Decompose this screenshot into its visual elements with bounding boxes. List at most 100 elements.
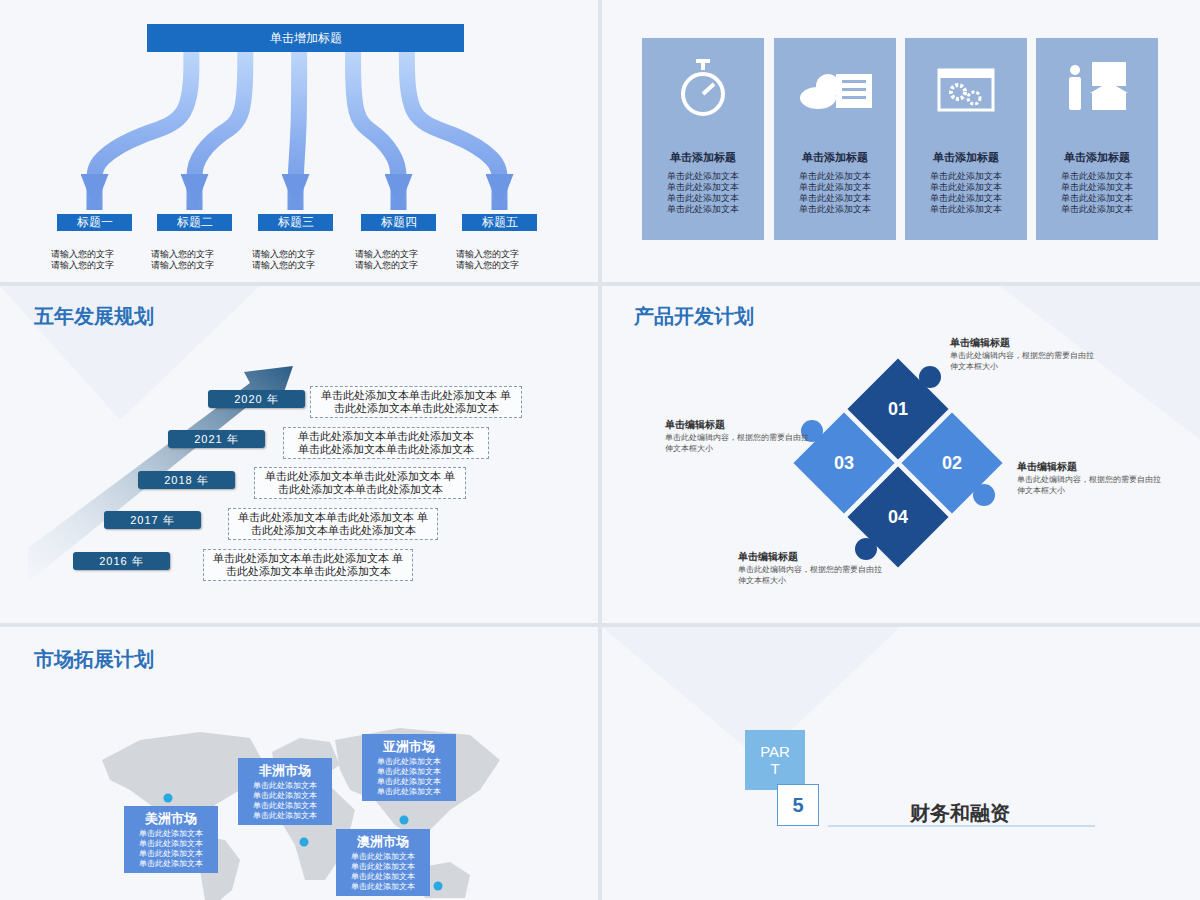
- callout-title: 单击编辑标题: [665, 418, 725, 432]
- year-tag: 2016 年: [73, 552, 170, 570]
- ribbon-arrow: [407, 52, 500, 210]
- stopwatch-face: [683, 74, 723, 114]
- text-box: 单击此处添加文本单击此处添加文本 单击此处添加文本单击此处添加文本: [203, 549, 413, 581]
- node-body: 请输入您的文字 请输入您的文字: [51, 249, 121, 271]
- building-window: [842, 96, 866, 99]
- market-dot: [434, 882, 443, 891]
- year-tag: 2020 年: [208, 390, 305, 408]
- text-box: 单击此处添加文本单击此处添加文本 单击此处添加文本单击此处添加文本: [254, 467, 466, 499]
- house-shape: [1092, 92, 1126, 110]
- node-body: 单击此处添加文本 单击此处添加文本 单击此处添加文本 单击此处添加文本: [134, 829, 208, 869]
- market-dot: [164, 794, 173, 803]
- node-body: 请输入您的文字 请输入您的文字: [151, 249, 221, 271]
- node-heading: 单击添加标题: [1036, 150, 1158, 165]
- label-holder: 单击编辑标题: [950, 336, 1010, 350]
- label-holder: 财务和融资: [860, 800, 1060, 827]
- window-icon: [939, 70, 993, 110]
- node-heading: 亚洲市场: [368, 738, 450, 755]
- building-window: [842, 80, 866, 83]
- feature-card: 单击添加标题单击此处添加文本 单击此处添加文本 单击此处添加文本 单击此处添加文…: [774, 38, 896, 240]
- label-holder: 单击编辑标题: [1017, 460, 1077, 474]
- section-number: 5: [777, 784, 819, 826]
- slide-panel: [0, 286, 598, 623]
- text-box: 单击此处添加文本单击此处添加文本 单击此处添加文本单击此处添加文本: [310, 386, 522, 418]
- node-heading: 单击此处添加文本单击此处添加文本 单击此处添加文本单击此处添加文本: [212, 552, 404, 578]
- step-label: 标题三请输入您的文字 请输入您的文字: [258, 214, 333, 271]
- node-heading: 单击此处添加文本单击此处添加文本 单击此处添加文本单击此处添加文本: [319, 389, 513, 415]
- node-body: 单击此处添加文本 单击此处添加文本 单击此处添加文本 单击此处添加文本: [1059, 171, 1135, 215]
- slide-panel: [602, 627, 1200, 900]
- house-roof: [1090, 82, 1128, 93]
- node-body: 单击此处添加文本 单击此处添加文本 单击此处添加文本 单击此处添加文本: [372, 757, 446, 797]
- step-label: 标题二请输入您的文字 请输入您的文字: [157, 214, 232, 271]
- window-frame: [939, 70, 993, 110]
- node-heading: 单击此处添加文本单击此处添加文本 单击此处添加文本单击此处添加文本: [292, 430, 480, 456]
- market-dot: [300, 838, 309, 847]
- card-panel: [905, 38, 1027, 240]
- feature-card: 单击添加标题单击此处添加文本 单击此处添加文本 单击此处添加文本 单击此处添加文…: [905, 38, 1027, 240]
- node-heading: 03: [834, 453, 854, 474]
- node-heading: 单击添加标题: [774, 150, 896, 165]
- node-heading: 单击此处添加文本单击此处添加文本 单击此处添加文本单击此处添加文本: [263, 470, 457, 496]
- node-body: 请输入您的文字 请输入您的文字: [355, 249, 425, 271]
- ribbon-arrow: [353, 52, 398, 210]
- text-box: 单击此处添加文本单击此处添加文本 单击此处添加文本单击此处添加文本: [283, 427, 489, 459]
- market-dot: [400, 816, 409, 825]
- node-body: 请输入您的文字 请输入您的文字: [456, 249, 526, 271]
- node-heading: 标题四: [361, 214, 436, 231]
- market-box: 美洲市场单击此处添加文本 单击此处添加文本 单击此处添加文本 单击此处添加文本: [124, 806, 218, 873]
- world-map: [102, 728, 500, 900]
- node-body: 单击此处添加文本 单击此处添加文本 单击此处添加文本 单击此处添加文本: [928, 171, 1004, 215]
- label-holder: 单击编辑标题: [665, 418, 725, 432]
- slide-title: 市场拓展计划: [34, 646, 154, 673]
- stopwatch-stem: [701, 62, 705, 70]
- building-window: [842, 88, 866, 91]
- facet: [1000, 286, 1200, 440]
- puzzle-knob: [855, 538, 877, 560]
- node-heading: 美洲市场: [130, 810, 212, 827]
- feature-card: 单击添加标题单击此处添加文本 单击此处添加文本 单击此处添加文本 单击此处添加文…: [1036, 38, 1158, 240]
- node-heading: 2017 年: [104, 511, 201, 529]
- node-heading: 标题二: [157, 214, 232, 231]
- node-heading: 01: [888, 399, 908, 420]
- label-holder: 市场拓展计划: [34, 646, 154, 673]
- callout-title: 单击编辑标题: [1017, 460, 1077, 474]
- year-tag: 2017 年: [104, 511, 201, 529]
- person-body: [1069, 77, 1081, 110]
- callout-body: 单击此处编辑内容，根据您的需要自由拉伸文本框大小: [1017, 474, 1167, 496]
- market-box: 亚洲市场单击此处添加文本 单击此处添加文本 单击此处添加文本 单击此处添加文本: [362, 734, 456, 801]
- title-rule: [828, 825, 1095, 827]
- people-building-icon: [1069, 62, 1128, 110]
- callout-title: 单击编辑标题: [738, 550, 798, 564]
- window-titlebar: [939, 70, 993, 78]
- callout-body: 单击此处编辑内容，根据您的需要自由拉伸文本框大小: [665, 432, 815, 454]
- part-badge: PART: [745, 730, 805, 790]
- puzzle-knob: [919, 366, 941, 388]
- node-heading: 澳洲市场: [342, 833, 424, 850]
- node-heading: 2018 年: [138, 471, 235, 489]
- label-holder: 产品开发计划: [634, 303, 754, 330]
- node-body: 单击此处添加文本 单击此处添加文本 单击此处添加文本 单击此处添加文本: [665, 171, 741, 215]
- slide-title: 五年发展规划: [34, 303, 154, 330]
- slide-title: 产品开发计划: [634, 303, 754, 330]
- ribbon-arrow: [95, 52, 192, 210]
- node-heading: 04: [888, 507, 908, 528]
- label-holder: 单击此处编辑内容，根据您的需要自由拉伸文本框大小: [665, 432, 815, 454]
- slide-panel: [0, 0, 598, 282]
- slide-panel: [0, 627, 598, 900]
- node-heading: 2021 年: [168, 430, 265, 448]
- node-heading: 单击此处添加文本单击此处添加文本 单击此处添加文本单击此处添加文本: [237, 511, 429, 537]
- card-panel: [1036, 38, 1158, 240]
- step-label: 标题一请输入您的文字 请输入您的文字: [57, 214, 132, 271]
- callout-title: 单击编辑标题: [950, 336, 1010, 350]
- node-heading: 单击添加标题: [642, 150, 764, 165]
- card-panel: [642, 38, 764, 240]
- year-tag: 2018 年: [138, 471, 235, 489]
- gear-shape: [968, 92, 980, 104]
- node-heading: 标题三: [258, 214, 333, 231]
- slide-panel: [602, 0, 1200, 282]
- node-heading: PART: [757, 743, 793, 777]
